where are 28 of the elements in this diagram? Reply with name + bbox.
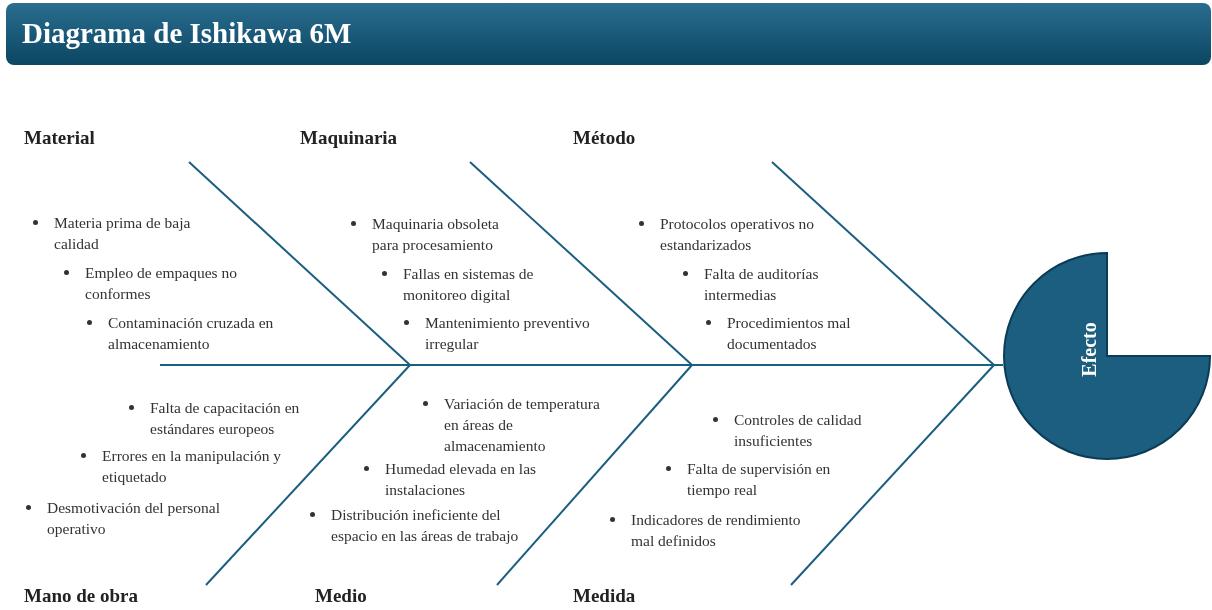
cause-item: Distribución ineficiente del espacio en las áreas de trabajo [331,505,520,546]
cause-item: Falta de capacitación en estándares europeos [150,398,301,439]
cause-item: Humedad elevada en las instalaciones [385,459,538,500]
cause-item: Protocolos operativos no estandarizados [660,214,816,255]
cause-item: Empleo de empaques no conformes [85,263,238,304]
cause-item: Desmotivación del personal operativo [47,498,222,539]
category-label: Método [573,127,636,149]
effect-shape [1002,251,1212,461]
cause-item: Procedimientos mal documentados [727,313,852,354]
cause-item: Fallas en sistemas de monitoreo digital [403,264,535,305]
cause-item: Errores en la manipulación y etiquetado [102,446,283,487]
effect-label: Efecto [1077,322,1101,377]
category-label: Medio [315,585,367,607]
title-banner: Diagrama de Ishikawa 6M [6,3,1211,65]
cause-item: Maquinaria obsoleta para procesamiento [372,214,500,255]
category-label: Medida [573,585,636,607]
category-label: Material [24,127,95,149]
cause-item: Materia prima de baja calidad [54,213,192,254]
cause-item: Contaminación cruzada en almacenamiento [108,313,275,354]
cause-item: Indicadores de rendimiento mal definidos [631,510,802,551]
cause-item: Falta de auditorías intermedias [704,264,820,305]
cause-item: Falta de supervisión en tiempo real [687,459,832,500]
category-label: Maquinaria [300,127,398,149]
spine-line [159,364,1004,366]
category-label: Mano de obra [24,585,138,607]
cause-item: Variación de temperatura en áreas de almacenamiento [444,394,601,456]
cause-item: Controles de calidad insuficientes [734,410,863,451]
cause-item: Mantenimiento preventivo irregular [425,313,591,354]
